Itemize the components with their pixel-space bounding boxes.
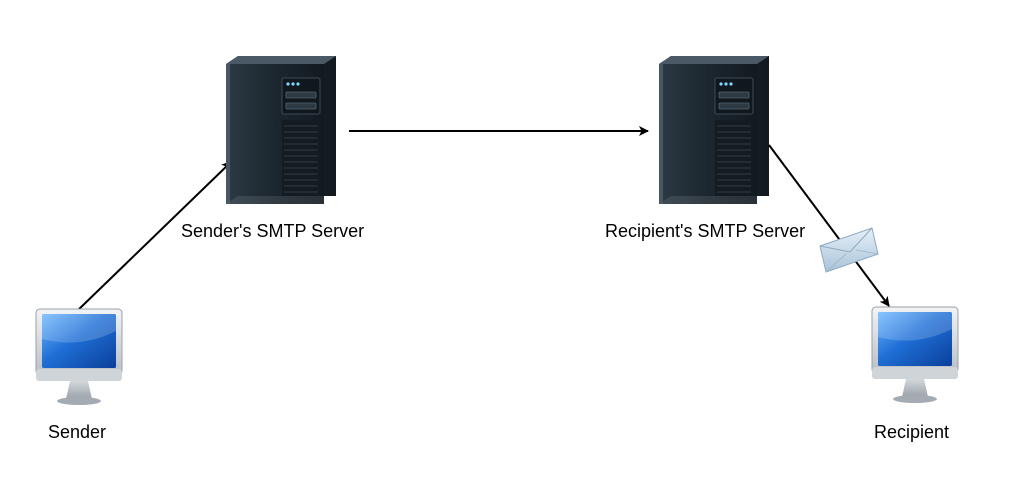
sender-server-icon [225, 55, 337, 205]
edge-sender-to-sender-server [75, 161, 232, 313]
recipient-server-icon [658, 55, 770, 205]
recipient-server-label: Recipient's SMTP Server [605, 221, 806, 241]
edge-recipient-server-to-recipient [768, 144, 890, 307]
sender-computer-icon [35, 308, 123, 406]
sender-label: Sender [48, 422, 107, 442]
recipient-computer-icon [871, 306, 959, 404]
connectors [75, 126, 890, 313]
envelope-icon [819, 227, 879, 273]
sender-server-label: Sender's SMTP Server [181, 221, 365, 241]
recipient-label: Recipient [874, 422, 950, 442]
